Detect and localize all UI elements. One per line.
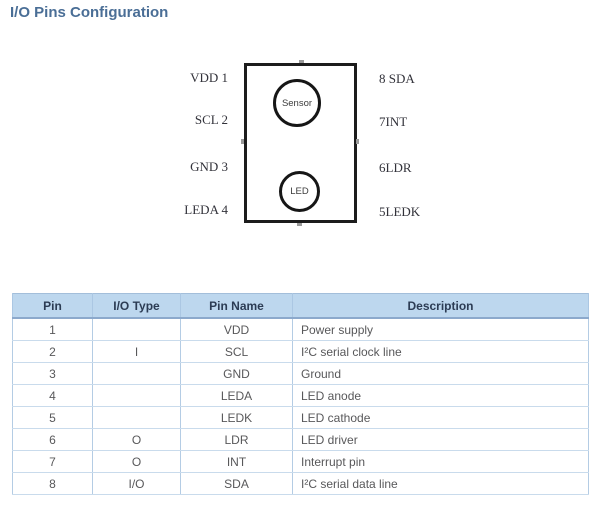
- table-row: 3 GND Ground: [12, 362, 589, 385]
- pin-diagram: Sensor LED VDD 1 SCL 2 GND 3 LEDA 4 8 SD…: [184, 60, 421, 226]
- header-pin-name: Pin Name: [180, 293, 293, 319]
- cell-io-type: O: [92, 450, 181, 473]
- package-tick-top: [299, 60, 304, 63]
- package-tick-right: [356, 139, 359, 144]
- header-pin: Pin: [12, 293, 93, 319]
- table-row: 6 O LDR LED driver: [12, 428, 589, 451]
- cell-io-type: [92, 362, 181, 385]
- cell-pin: 5: [12, 406, 93, 429]
- pin-label-gnd-3: GND 3: [190, 159, 228, 174]
- table-row: 2 I SCL I²C serial clock line: [12, 340, 589, 363]
- cell-pin-name: LEDA: [180, 384, 293, 407]
- cell-pin: 6: [12, 428, 93, 451]
- sensor-label: Sensor: [281, 97, 313, 109]
- cell-pin-name: LDR: [180, 428, 293, 451]
- pin-label-vdd-1: VDD 1: [190, 70, 228, 85]
- cell-description: LED anode: [292, 384, 589, 407]
- cell-pin: 2: [12, 340, 93, 363]
- cell-description: Interrupt pin: [292, 450, 589, 473]
- cell-description: LED cathode: [292, 406, 589, 429]
- cell-io-type: I: [92, 340, 181, 363]
- pin-label-7-int: 7INT: [379, 114, 408, 129]
- cell-io-type: O: [92, 428, 181, 451]
- page-title: I/O Pins Configuration: [10, 4, 169, 21]
- cell-io-type: [92, 384, 181, 407]
- cell-io-type: [92, 406, 181, 429]
- pin-label-6-ldr: 6LDR: [379, 160, 412, 175]
- cell-pin: 1: [12, 317, 93, 341]
- cell-description: I²C serial data line: [292, 472, 589, 495]
- cell-pin-name: LEDK: [180, 406, 293, 429]
- pin-label-scl-2: SCL 2: [194, 112, 228, 127]
- cell-pin: 8: [12, 472, 93, 495]
- cell-pin: 3: [12, 362, 93, 385]
- table-row: 4 LEDA LED anode: [12, 384, 589, 407]
- package-tick-bottom: [297, 223, 302, 226]
- pin-label-5-ledk: 5LEDK: [379, 204, 421, 219]
- table-row: 8 I/O SDA I²C serial data line: [12, 472, 589, 495]
- led-circle: LED: [279, 171, 320, 212]
- cell-description: I²C serial clock line: [292, 340, 589, 363]
- table-row: 1 VDD Power supply: [12, 317, 589, 341]
- cell-description: LED driver: [292, 428, 589, 451]
- led-label: LED: [290, 186, 309, 197]
- cell-io-type: [92, 317, 181, 341]
- cell-pin-name: SCL: [180, 340, 293, 363]
- cell-description: Ground: [292, 362, 589, 385]
- sensor-circle: Sensor: [273, 79, 321, 127]
- pin-table-header-row: Pin I/O Type Pin Name Description: [12, 293, 589, 319]
- cell-io-type: I/O: [92, 472, 181, 495]
- cell-pin-name: INT: [180, 450, 293, 473]
- pin-label-leda-4: LEDA 4: [184, 202, 228, 217]
- cell-pin-name: SDA: [180, 472, 293, 495]
- header-io-type: I/O Type: [92, 293, 181, 319]
- table-row: 7 O INT Interrupt pin: [12, 450, 589, 473]
- header-description: Description: [292, 293, 589, 319]
- chip-package-outline: [244, 63, 357, 223]
- cell-pin: 7: [12, 450, 93, 473]
- table-row: 5 LEDK LED cathode: [12, 406, 589, 429]
- cell-pin-name: VDD: [180, 317, 293, 341]
- cell-pin: 4: [12, 384, 93, 407]
- pin-label-8-sda: 8 SDA: [379, 71, 415, 86]
- cell-description: Power supply: [292, 317, 589, 341]
- pin-table: Pin I/O Type Pin Name Description 1 VDD …: [12, 293, 589, 495]
- cell-pin-name: GND: [180, 362, 293, 385]
- package-tick-left: [241, 139, 244, 144]
